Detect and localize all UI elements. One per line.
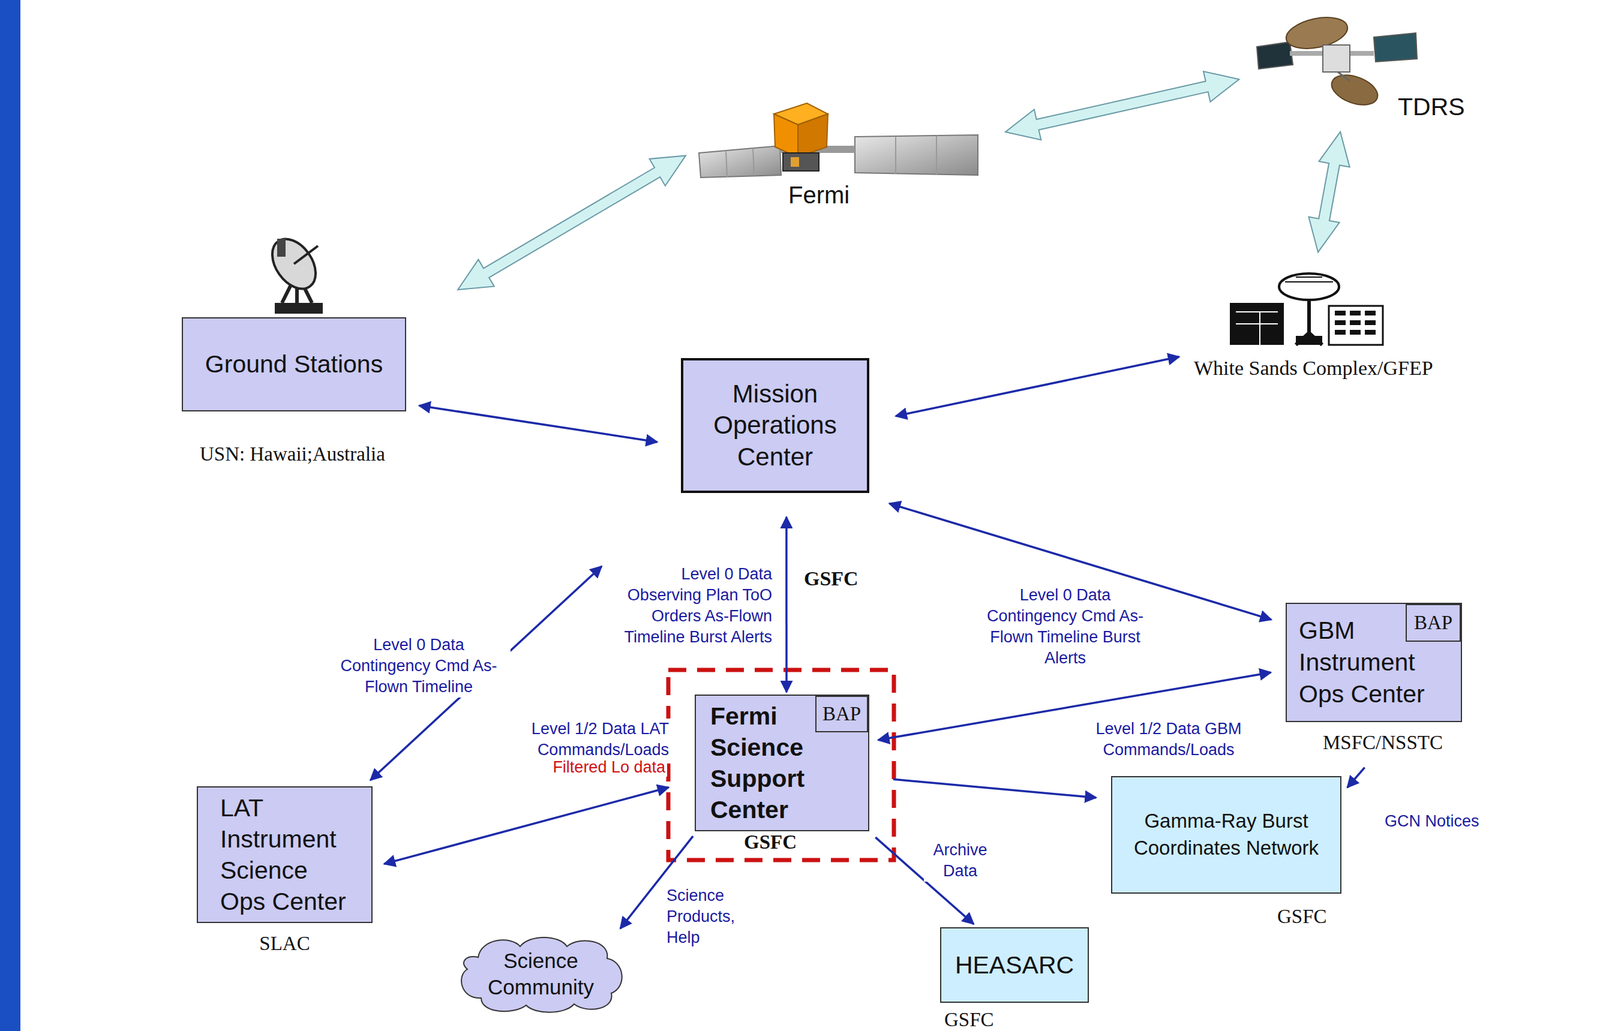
location-label: Filtered Lo data — [550, 758, 668, 777]
dish-mount — [1295, 299, 1323, 345]
dish-reflector — [263, 230, 325, 297]
data-flow-arrow — [419, 405, 658, 443]
edge-label: GCN Notices — [1382, 811, 1482, 833]
location-label: GSFC — [803, 567, 859, 591]
solar-panel — [1373, 32, 1418, 62]
archive-box: HEASARCGSFC — [940, 927, 1089, 1004]
data-flow-arrow — [1347, 767, 1365, 788]
antenna-dish — [1327, 69, 1382, 111]
data-flow-arrow — [893, 779, 1097, 798]
building-windows — [1334, 313, 1376, 333]
node-caption: MSFC/NSSTC — [1322, 731, 1443, 755]
node-title: Ground Stations — [205, 350, 383, 379]
node-title: Science Community — [481, 947, 602, 1001]
panel-seams — [725, 148, 755, 177]
node-caption: SLAC — [197, 932, 372, 956]
tdrs-satellite-icon — [1256, 12, 1418, 111]
node-title: BAP — [822, 703, 861, 726]
edge-label: Archive Data — [923, 839, 997, 882]
satellite-node: Fermi — [697, 98, 980, 210]
white-sands-icon — [1229, 273, 1383, 345]
solar-panel — [1256, 41, 1293, 69]
link-arrow — [457, 155, 686, 290]
data-flow-arrow — [785, 517, 788, 693]
bus-detail — [790, 157, 800, 167]
dish-arm — [1337, 71, 1350, 81]
science-center-box: Fermi Science Support CenterGSFCBAP — [694, 694, 870, 832]
dish-base — [1295, 335, 1323, 345]
node-title: White Sands Complex/GFEP — [1193, 356, 1434, 380]
node-caption: GSFC — [1277, 905, 1328, 929]
link-arrow — [1005, 71, 1239, 140]
dish-base — [274, 302, 323, 314]
node-title: LAT Instrument Science Ops Center — [220, 792, 350, 918]
edge-label: Level 0 Data Observing Plan ToO Orders A… — [614, 563, 774, 648]
dish-reflector — [1279, 273, 1340, 300]
edge-label: Level 0 Data Contingency Cmd As-Flown Ti… — [983, 584, 1147, 669]
fermi-satellite-icon — [698, 103, 978, 178]
side-bar — [0, 0, 21, 1031]
operations-box: GBM Instrument Ops CenterMSFC/NSSTCBAP — [1285, 602, 1463, 723]
cloud-shape — [461, 937, 623, 1013]
node-caption: USN: Hawaii;Australia — [199, 443, 386, 466]
dashed-boundary — [668, 670, 894, 861]
bap-tag: BAP — [1405, 604, 1461, 642]
node-caption: GSFC — [944, 1009, 995, 1031]
spacecraft-bus — [782, 152, 819, 171]
satellite-node: TDRS — [1247, 8, 1482, 123]
solar-panel — [854, 134, 978, 176]
operations-box: LAT Instrument Science Ops CenterSLAC — [196, 786, 373, 924]
edge-label: Science Products, Help — [664, 885, 753, 949]
building — [1229, 302, 1284, 345]
dish-feed-box — [277, 238, 286, 257]
node-title: Mission Operations Center — [703, 378, 848, 474]
panel-seams — [895, 135, 937, 175]
data-flow-arrow — [383, 787, 669, 865]
body-side — [797, 113, 828, 158]
cloud-outline — [454, 933, 628, 1016]
node-caption: GSFC — [743, 831, 797, 854]
operations-box: Mission Operations Center — [680, 358, 870, 494]
dish-ribs — [1285, 277, 1334, 282]
node-title: HEASARC — [955, 951, 1074, 980]
spacecraft-bus — [1322, 44, 1350, 72]
network-box: Gamma-Ray Burst Coordinates NetworkGSFC — [1111, 776, 1342, 894]
node-title: Gamma-Ray Burst Coordinates Network — [1124, 808, 1329, 862]
building-lines — [1235, 311, 1278, 345]
node-title: TDRS — [1397, 92, 1466, 122]
facility-node: White Sands Complex/GFEP — [1193, 266, 1464, 387]
dish-feed — [293, 245, 318, 264]
edge-label: Level 0 Data Contingency Cmd As-Flown Ti… — [326, 634, 511, 698]
edge-label: Level 1/2 Data GBM Commands/Loads — [1064, 718, 1273, 761]
node-title: Fermi Science Support Center — [710, 700, 822, 826]
building — [1328, 305, 1383, 345]
edge-label: Level 1/2 Data LAT Commands/Loads — [481, 718, 671, 761]
node-title: BAP — [1414, 611, 1453, 635]
node-title: Fermi — [788, 181, 850, 209]
ground-dish-icon — [263, 230, 325, 314]
station-box: Ground StationsUSN: Hawaii;Australia — [181, 317, 407, 412]
community-cloud: Science Community — [454, 933, 628, 1016]
bap-tag: BAP — [815, 695, 869, 733]
link-arrow — [1308, 131, 1350, 253]
data-flow-arrow — [895, 356, 1179, 417]
body-side — [773, 113, 798, 158]
solar-panel — [698, 145, 782, 178]
